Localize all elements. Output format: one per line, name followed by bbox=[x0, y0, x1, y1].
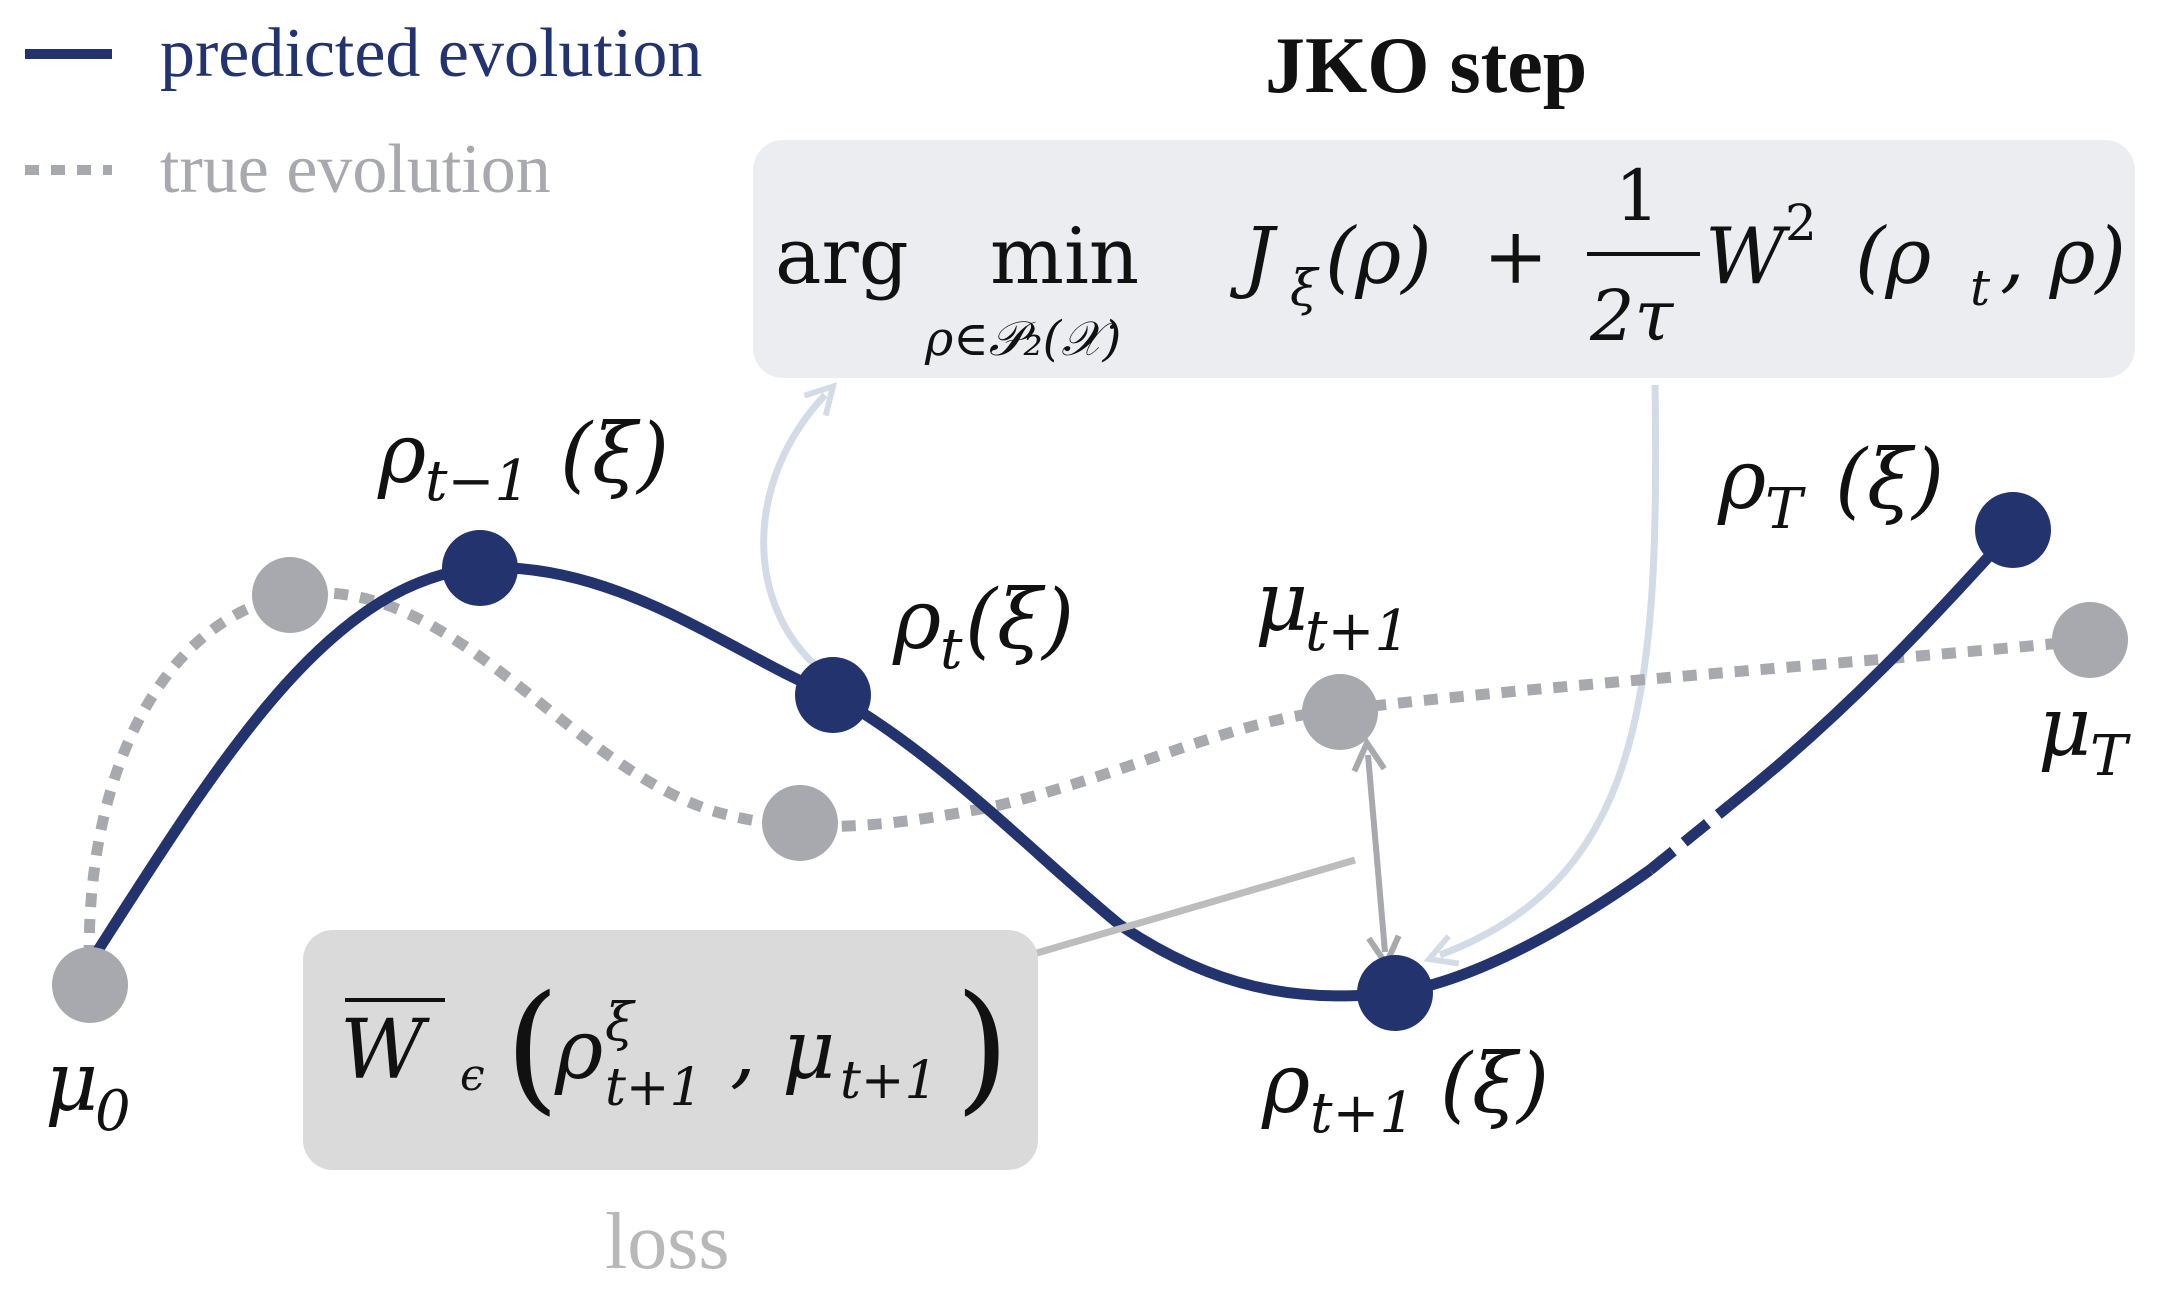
label-rho-T-sub: T bbox=[1765, 477, 1806, 542]
jko-w-sup: 2 bbox=[1785, 194, 1817, 252]
label-mu-T-base: μ bbox=[2038, 680, 2091, 775]
label-rho-tm1-sub: t−1 bbox=[425, 449, 530, 514]
distance-arrow bbox=[1368, 755, 1385, 952]
jko-arg: arg bbox=[775, 212, 909, 302]
node-mu-tp1 bbox=[1302, 674, 1378, 750]
label-rho-tm1-arg: (ξ) bbox=[560, 407, 669, 502]
loss-paren-close: ) bbox=[955, 966, 1010, 1129]
jko-w-args: (ρ bbox=[1855, 212, 1931, 302]
label-rho-t-sub: t bbox=[940, 617, 963, 682]
jko-output-arrow bbox=[1440, 384, 1660, 955]
loss-w-sub: ϵ bbox=[460, 1050, 485, 1101]
label-rho-tp1: ρ t+1 (ξ) bbox=[1261, 1037, 1549, 1146]
loss-mu-sub: t+1 bbox=[840, 1051, 938, 1111]
jko-input-arrow bbox=[760, 395, 825, 668]
loss-mu: , μ bbox=[730, 1003, 835, 1098]
node-mu-T bbox=[2052, 602, 2128, 678]
label-rho-tp1-arg: (ξ) bbox=[1440, 1037, 1549, 1132]
loss-w: W bbox=[340, 1003, 430, 1098]
label-rho-t: ρ t (ξ) bbox=[892, 573, 1074, 682]
jko-plus: + bbox=[1483, 212, 1548, 302]
jko-term1-arg: (ρ) bbox=[1325, 212, 1432, 302]
jko-frac-num: 1 bbox=[1615, 155, 1660, 237]
jko-w: W bbox=[1705, 212, 1791, 302]
label-rho-t-arg: (ξ) bbox=[965, 573, 1074, 668]
predicted-evolution-curve-dashed bbox=[1646, 800, 1734, 875]
jko-min-sub: ρ∈𝒫₂(𝒳) bbox=[924, 311, 1121, 367]
legend-predicted-label: predicted evolution bbox=[160, 15, 702, 92]
label-mu-tp1-base: μ bbox=[1255, 555, 1308, 650]
label-mu-tp1-sub: t+1 bbox=[1305, 599, 1410, 664]
jko-min: min bbox=[990, 212, 1139, 302]
loss-connector bbox=[1029, 856, 1356, 959]
jko-title: JKO step bbox=[1265, 22, 1587, 110]
loss-rho-sup: ξ bbox=[605, 993, 636, 1053]
node-rho-T bbox=[1975, 492, 2051, 568]
jko-term1-sub: ξ bbox=[1290, 259, 1320, 317]
node-mu-t bbox=[762, 785, 838, 861]
label-rho-T: ρ T (ξ) bbox=[1717, 433, 1944, 542]
node-mu-0 bbox=[52, 947, 128, 1023]
loss-rho-sub: t+1 bbox=[605, 1058, 703, 1118]
label-rho-T-arg: (ξ) bbox=[1835, 433, 1944, 528]
label-rho-tp1-sub: t+1 bbox=[1310, 1081, 1415, 1146]
label-mu-0: μ 0 bbox=[45, 1035, 131, 1144]
node-rho-tp1 bbox=[1357, 955, 1433, 1031]
jko-frac-den: 2τ bbox=[1589, 275, 1675, 357]
label-mu-0-base: μ bbox=[45, 1035, 98, 1130]
true-evolution-curve bbox=[83, 587, 2091, 986]
label-rho-tm1: ρ t−1 (ξ) bbox=[377, 407, 669, 514]
label-rho-t-base: ρ bbox=[892, 573, 941, 668]
legend-true-label: true evolution bbox=[160, 131, 551, 208]
legend: predicted evolution true evolution bbox=[25, 15, 702, 208]
label-rho-tp1-base: ρ bbox=[1261, 1037, 1310, 1132]
label-rho-tm1-base: ρ bbox=[377, 407, 426, 502]
label-mu-0-sub: 0 bbox=[95, 1079, 131, 1144]
loss-rho: ρ bbox=[554, 1003, 603, 1098]
jko-formula-box bbox=[753, 140, 2135, 378]
label-mu-T-sub: T bbox=[2090, 724, 2131, 789]
label-mu-tp1: μ t+1 bbox=[1255, 555, 1410, 664]
loss-formula: W ϵ ( ρ ξ t+1 , μ t+1 ) bbox=[340, 966, 1010, 1129]
label-rho-T-base: ρ bbox=[1717, 433, 1766, 528]
node-rho-tm1 bbox=[442, 530, 518, 606]
label-mu-T: μ T bbox=[2038, 680, 2131, 789]
jko-w-args-sub: t bbox=[1970, 259, 1991, 317]
loss-formula-box bbox=[303, 930, 1038, 1170]
loss-caption: loss bbox=[605, 1198, 730, 1286]
loss-paren-open: ( bbox=[505, 966, 560, 1129]
predicted-evolution-curve-end bbox=[1726, 526, 2018, 810]
node-mu-1 bbox=[252, 557, 328, 633]
node-rho-t bbox=[795, 657, 871, 733]
jko-w-args-end: , ρ) bbox=[2000, 212, 2126, 302]
